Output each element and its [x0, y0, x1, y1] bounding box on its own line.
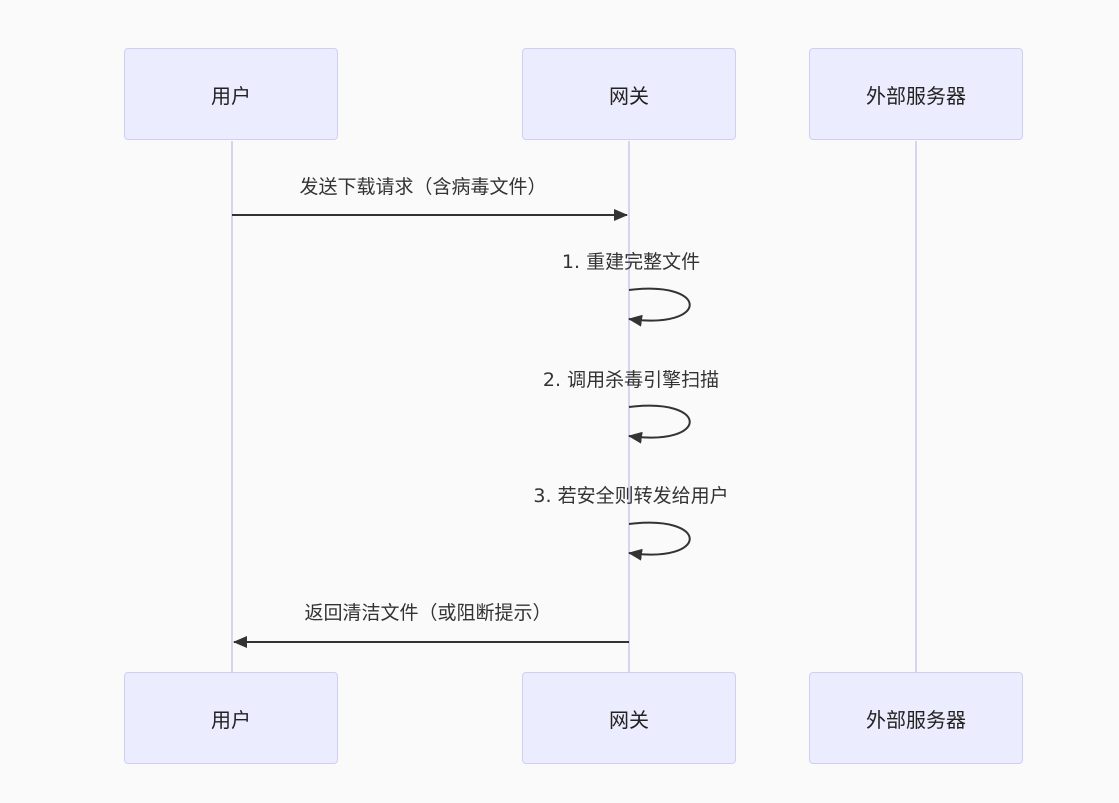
actor-gateway-label: 网关	[609, 83, 649, 108]
message-label-5: 返回清洁文件（或阻断提示）	[304, 602, 552, 624]
actor-user-top: 用户	[124, 48, 338, 140]
message-arrow-4	[628, 521, 691, 561]
actor-user-label: 用户	[211, 83, 251, 108]
actor-server-label: 外部服务器	[866, 707, 966, 732]
message-label-1: 发送下载请求（含病毒文件）	[299, 176, 547, 198]
actor-user-label: 用户	[211, 707, 251, 732]
actor-gateway-bottom: 网关	[522, 672, 736, 764]
actor-gateway-top: 网关	[522, 48, 736, 140]
message-label-3: 2. 调用杀毒引擎扫描	[542, 369, 720, 391]
actor-server-label: 外部服务器	[866, 83, 966, 108]
message-label-4: 3. 若安全则转发给用户	[533, 485, 729, 507]
actor-gateway-label: 网关	[609, 707, 649, 732]
message-arrow-2	[628, 287, 691, 327]
message-arrow-3	[628, 404, 691, 444]
actor-server-bottom: 外部服务器	[809, 672, 1023, 764]
actor-user-bottom: 用户	[124, 672, 338, 764]
actor-server-top: 外部服务器	[809, 48, 1023, 140]
message-label-2: 1. 重建完整文件	[561, 251, 701, 273]
